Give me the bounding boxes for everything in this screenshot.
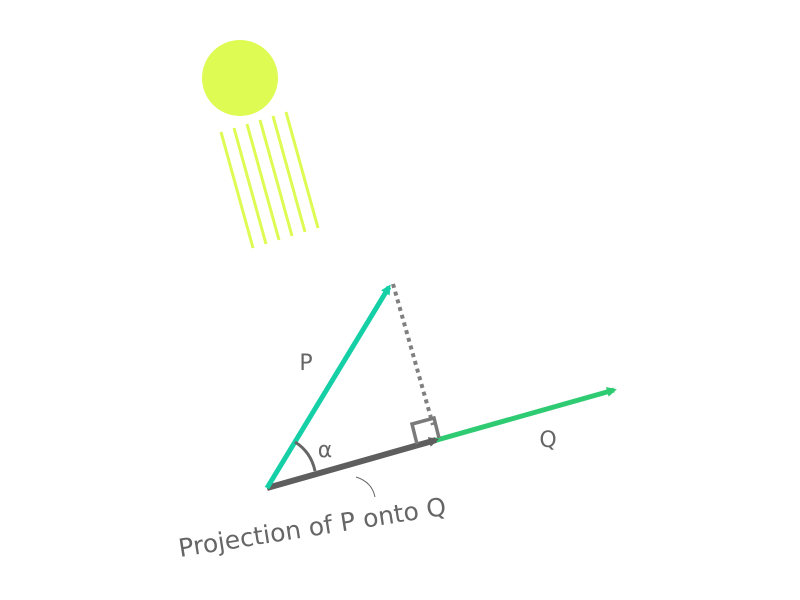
light-ray <box>284 111 320 229</box>
vector-q-label: Q <box>539 428 556 453</box>
perpendicular-dotted-line <box>391 283 435 426</box>
projection-label: Projection of P onto Q <box>176 492 448 563</box>
light-ray <box>219 131 255 249</box>
sun-icon <box>202 40 278 116</box>
light-source-icon <box>202 40 320 249</box>
projection-leader-line <box>355 476 376 498</box>
light-ray <box>271 115 307 233</box>
angle-alpha-arc <box>294 440 317 472</box>
vector-p-arrow <box>264 284 392 490</box>
right-angle-marker <box>409 415 441 445</box>
light-ray <box>232 127 268 245</box>
projection-arrow <box>266 437 439 491</box>
light-ray <box>245 123 281 241</box>
light-ray <box>258 119 294 237</box>
light-rays <box>219 111 320 249</box>
angle-alpha-label: α <box>318 438 333 463</box>
vector-p-label: P <box>299 351 312 376</box>
